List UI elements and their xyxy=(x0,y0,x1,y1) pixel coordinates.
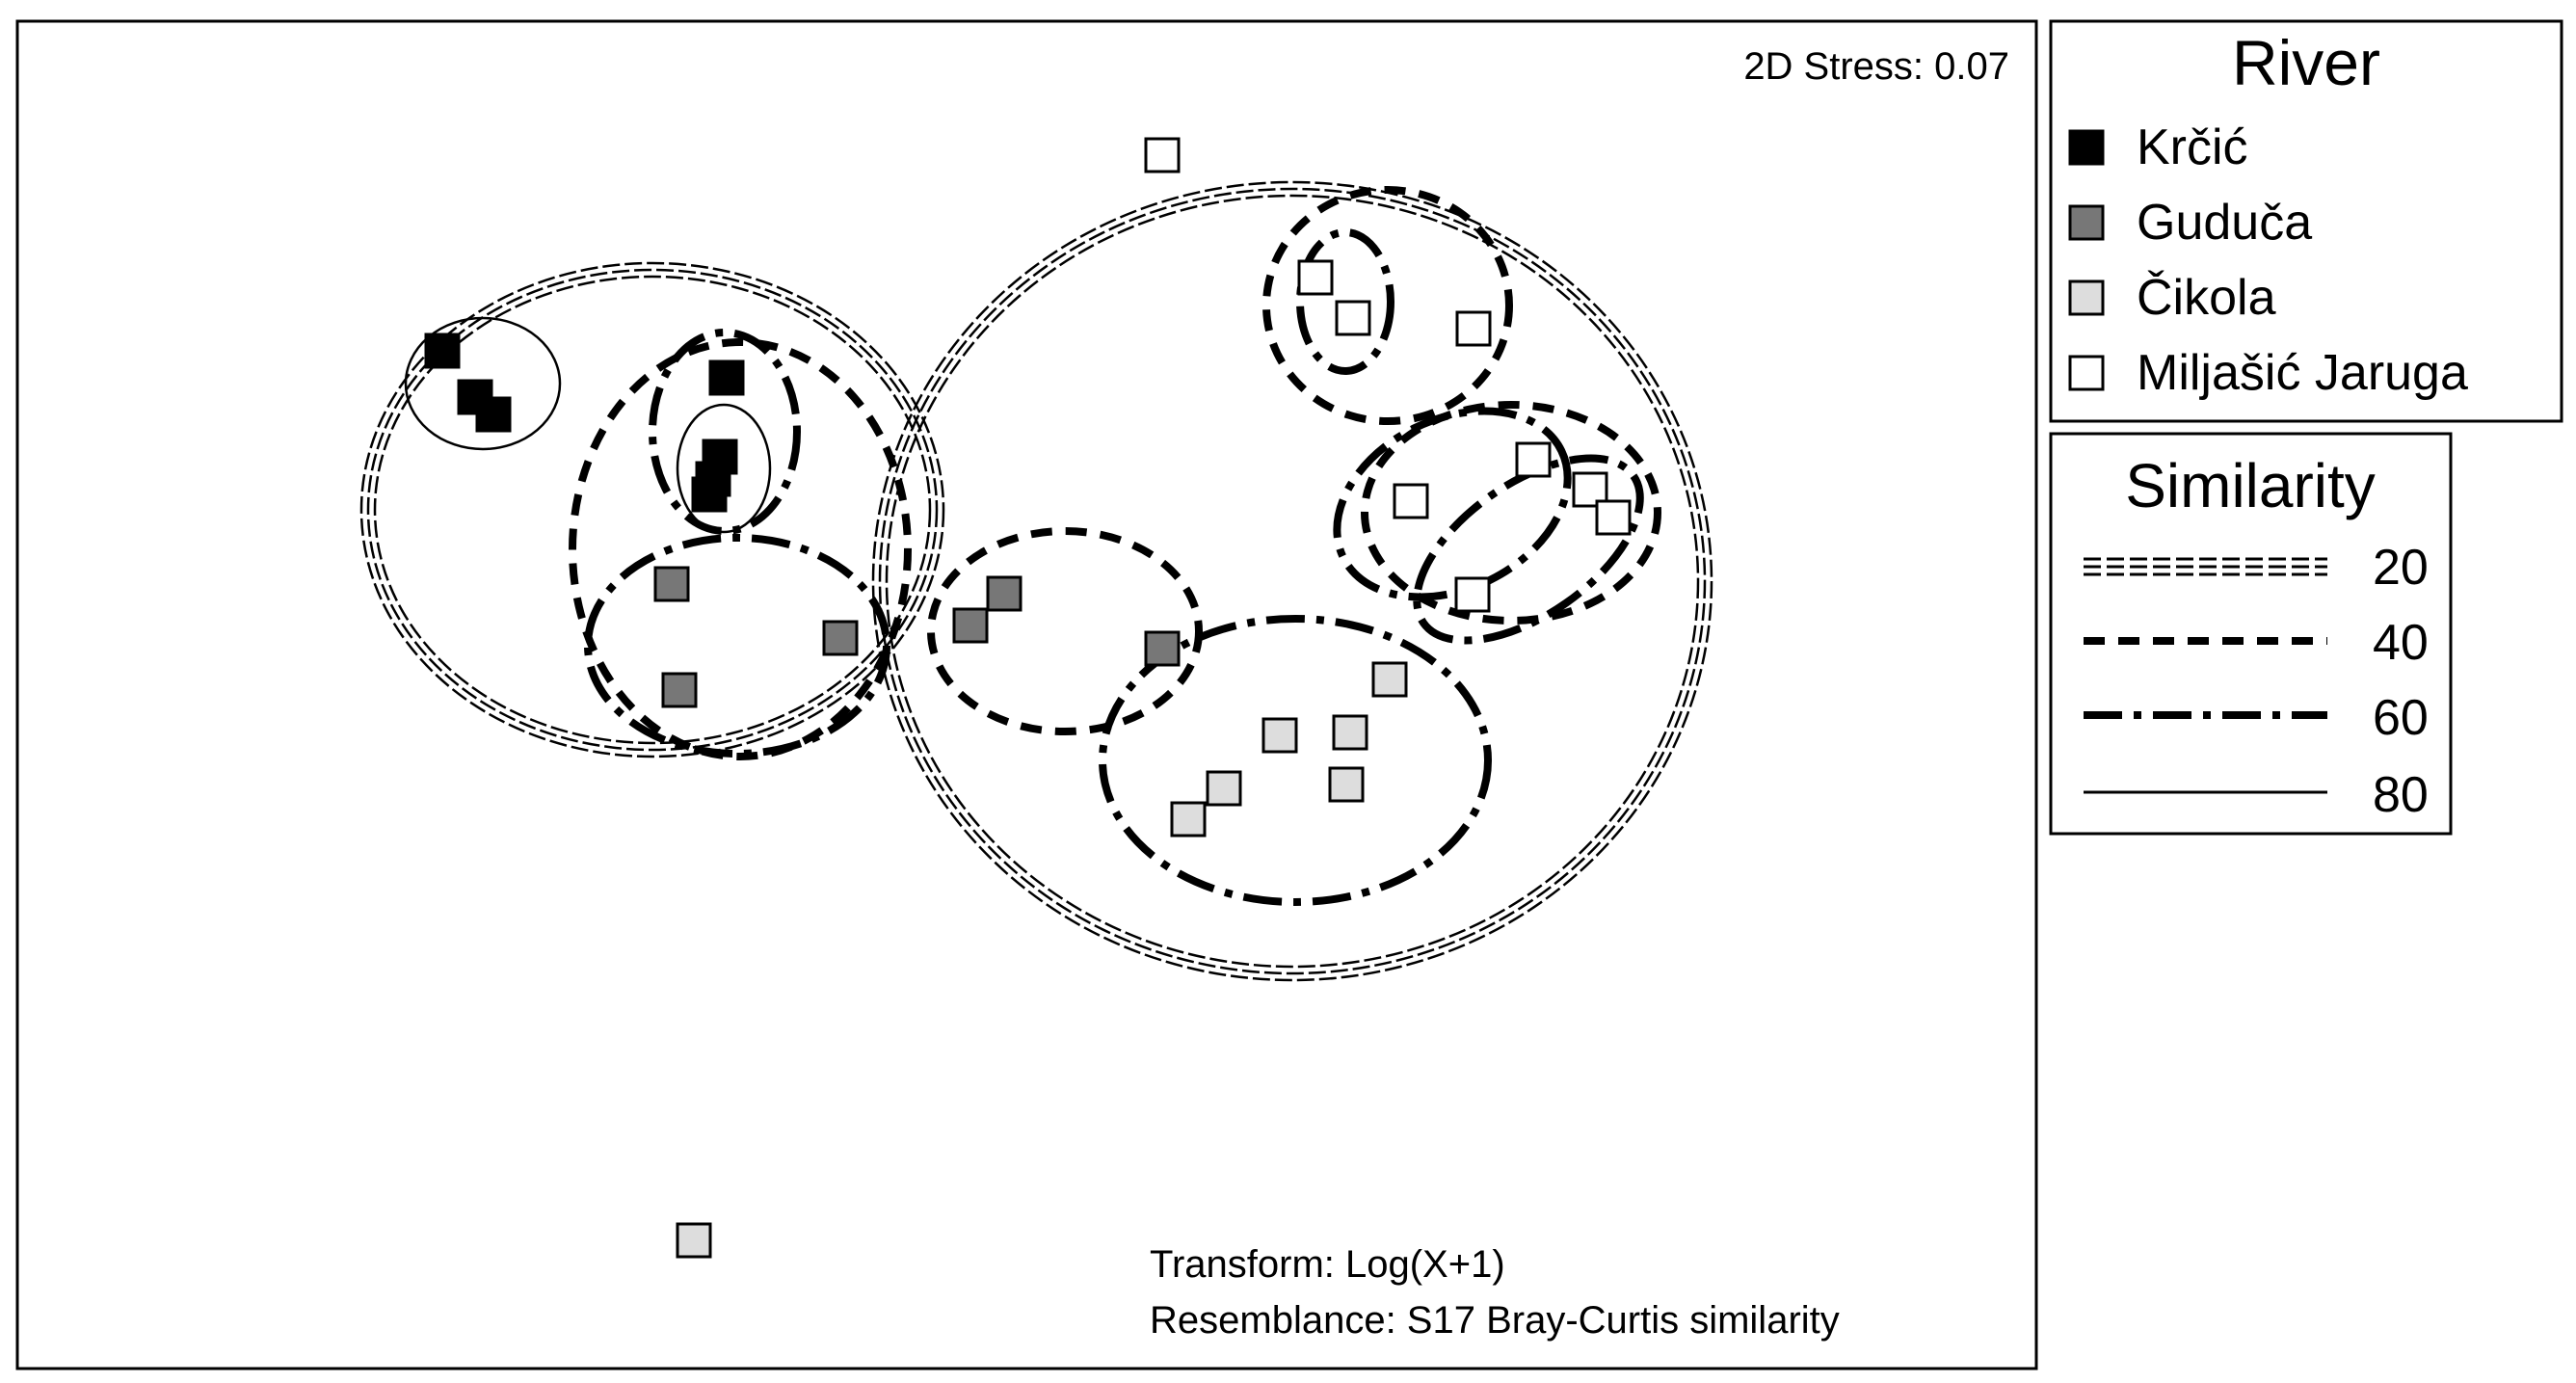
cluster-ellipse-20 xyxy=(359,261,945,758)
similarity-label-80: 80 xyxy=(2373,767,2429,823)
similarity-legend-frame xyxy=(2049,432,2453,836)
legend-swatch-miljasic xyxy=(2068,355,2105,391)
river-legend: River Krčić Guduča Čikola Miljašić Jarug… xyxy=(2049,19,2563,423)
cluster-ellipse-40 xyxy=(569,338,912,760)
similarity-legend: Similarity 20 40 60 80 xyxy=(2049,432,2453,836)
river-legend-title: River xyxy=(2232,27,2380,98)
point-miljasic-jaruga xyxy=(1297,259,1334,296)
cluster-ellipse-60 xyxy=(1413,454,1644,645)
point-miljasic-jaruga xyxy=(1393,483,1429,519)
point-krcic xyxy=(475,396,512,433)
point-miljasic-jaruga xyxy=(1144,137,1181,173)
similarity-label-20: 20 xyxy=(2373,540,2429,596)
point-cikola xyxy=(1371,661,1408,698)
plot-frame xyxy=(15,19,2038,1370)
cluster-ellipse-60 xyxy=(584,534,890,758)
cluster-ellipse-20 xyxy=(871,180,1713,982)
cluster-ellipse-60 xyxy=(1099,615,1492,906)
legend-label-miljasic: Miljašić Jaruga xyxy=(2137,345,2468,401)
point-cikola xyxy=(676,1222,712,1259)
data-points xyxy=(424,137,1632,1259)
point-cikola xyxy=(1170,801,1207,838)
point-guduca xyxy=(661,672,698,708)
point-cikola xyxy=(1328,766,1365,803)
cluster-ellipse-60 xyxy=(649,329,801,535)
river-legend-frame xyxy=(2049,19,2563,423)
legend-swatch-guduca xyxy=(2068,204,2105,241)
point-krcic xyxy=(424,332,461,369)
point-miljasic-jaruga xyxy=(1335,300,1371,336)
transform-note: Transform: Log(X+1) xyxy=(1150,1243,1505,1286)
similarity-label-40: 40 xyxy=(2373,615,2429,671)
point-miljasic-jaruga xyxy=(1454,576,1491,613)
point-guduca xyxy=(653,566,690,602)
cluster-ellipse-80 xyxy=(676,403,772,534)
point-guduca xyxy=(952,607,989,644)
cluster-ellipse-60 xyxy=(1296,228,1394,375)
point-krcic xyxy=(691,476,728,513)
point-miljasic-jaruga xyxy=(1455,310,1492,347)
stress-label: 2D Stress: 0.07 xyxy=(1743,45,2009,88)
cluster-ellipse-40 xyxy=(927,527,1203,735)
point-cikola xyxy=(1261,717,1298,754)
similarity-legend-title: Similarity xyxy=(2125,451,2376,520)
point-miljasic-jaruga xyxy=(1595,499,1632,536)
point-krcic xyxy=(708,359,745,396)
cluster-ellipse-80 xyxy=(404,316,562,451)
legend-label-krcic: Krčić xyxy=(2137,120,2248,175)
point-miljasic-jaruga xyxy=(1515,441,1552,478)
resemblance-note: Resemblance: S17 Bray-Curtis similarity xyxy=(1150,1299,1840,1342)
legend-label-guduca: Guduča xyxy=(2137,195,2312,251)
point-cikola xyxy=(1332,714,1368,751)
legend-label-cikola: Čikola xyxy=(2137,270,2276,326)
cluster-ellipse-40 xyxy=(1262,186,1513,425)
point-cikola xyxy=(1206,770,1242,807)
legend-swatch-cikola xyxy=(2068,279,2105,316)
legend-swatch-krcic xyxy=(2068,129,2105,166)
similarity-line-20 xyxy=(2084,557,2327,576)
similarity-label-60: 60 xyxy=(2373,690,2429,746)
point-guduca xyxy=(986,575,1022,612)
cluster-ellipse-40 xyxy=(1361,401,1661,625)
point-guduca xyxy=(822,620,859,656)
point-guduca xyxy=(1144,630,1181,667)
cluster-ellipses xyxy=(359,180,1713,982)
